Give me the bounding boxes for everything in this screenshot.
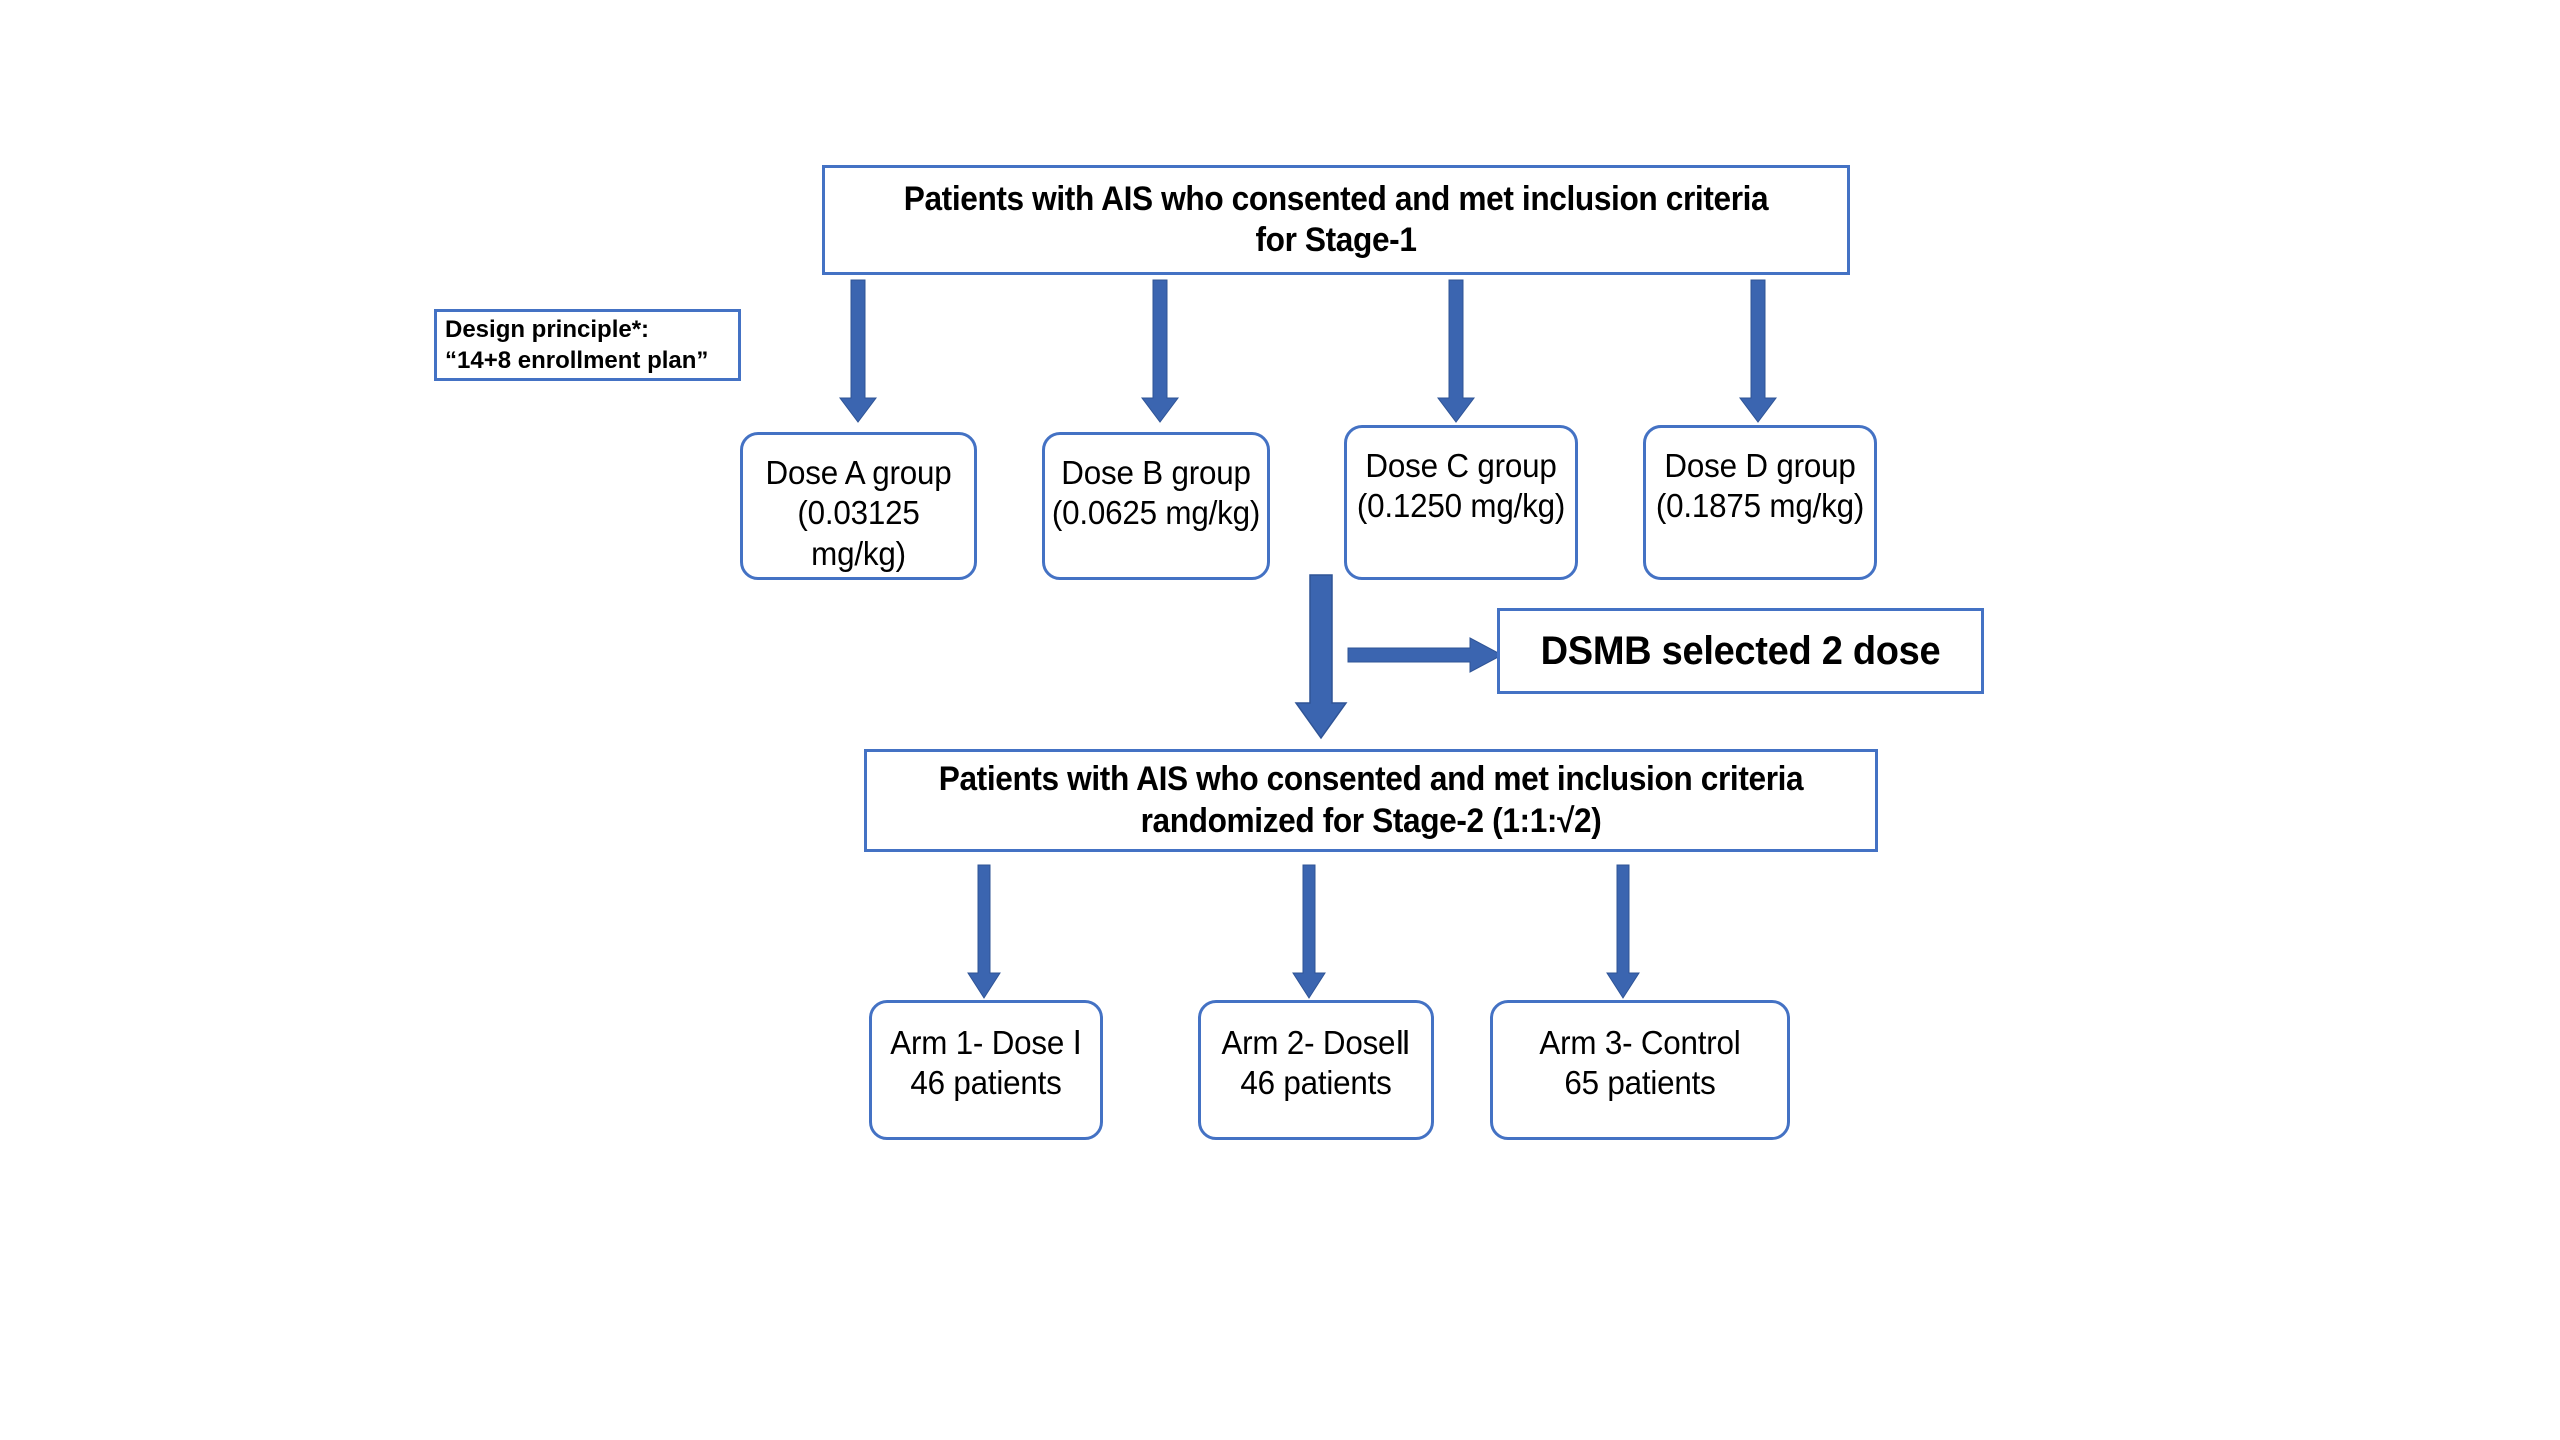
- arm-box-3: Arm 3- Control 65 patients: [1490, 1000, 1790, 1140]
- arrow-stage2-to-arm2: [1291, 864, 1327, 1000]
- dose-group-box-d: Dose D group (0.1875 mg/kg): [1643, 425, 1877, 580]
- dsmb-box-text: DSMB selected 2 dose: [1540, 628, 1941, 673]
- dose-group-c-text: Dose C group (0.1250 mg/kg): [1356, 447, 1566, 525]
- dsmb-box: DSMB selected 2 dose: [1497, 608, 1984, 694]
- arrow-stage1-to-dose-c: [1436, 279, 1476, 424]
- design-principle-note: Design principle*: “14+8 enrollment plan…: [434, 309, 741, 381]
- arm-1-text: Arm 1- Dose Ⅰ 46 patients: [890, 1024, 1082, 1102]
- arm-3-text: Arm 3- Control 65 patients: [1539, 1024, 1741, 1102]
- dose-group-box-a: Dose A group (0.03125 mg/kg): [740, 432, 977, 580]
- stage1-box: Patients with AIS who consented and met …: [822, 165, 1850, 275]
- stage2-box-text: Patients with AIS who consented and met …: [938, 760, 1804, 840]
- arm-2-text: Arm 2- DoseⅡ 46 patients: [1221, 1024, 1411, 1102]
- dose-group-a-text: Dose A group (0.03125 mg/kg): [765, 454, 952, 572]
- arrow-to-dsmb: [1347, 635, 1504, 675]
- dose-group-d-text: Dose D group (0.1875 mg/kg): [1655, 447, 1865, 525]
- design-principle-text: Design principle*: “14+8 enrollment plan…: [445, 315, 709, 374]
- dose-group-box-b: Dose B group (0.0625 mg/kg): [1042, 432, 1270, 580]
- arm-box-1: Arm 1- Dose Ⅰ 46 patients: [869, 1000, 1103, 1140]
- arrow-dose-to-stage2: [1293, 574, 1349, 740]
- arrow-stage1-to-dose-d: [1738, 279, 1778, 424]
- dose-group-box-c: Dose C group (0.1250 mg/kg): [1344, 425, 1578, 580]
- stage2-box: Patients with AIS who consented and met …: [864, 749, 1878, 852]
- arm-box-2: Arm 2- DoseⅡ 46 patients: [1198, 1000, 1434, 1140]
- stage1-box-text: Patients with AIS who consented and met …: [903, 179, 1769, 259]
- arrow-stage2-to-arm3: [1605, 864, 1641, 1000]
- arrow-stage1-to-dose-a: [838, 279, 878, 424]
- arrow-stage1-to-dose-b: [1140, 279, 1180, 424]
- dose-group-b-text: Dose B group (0.0625 mg/kg): [1051, 454, 1261, 532]
- arrow-stage2-to-arm1: [966, 864, 1002, 1000]
